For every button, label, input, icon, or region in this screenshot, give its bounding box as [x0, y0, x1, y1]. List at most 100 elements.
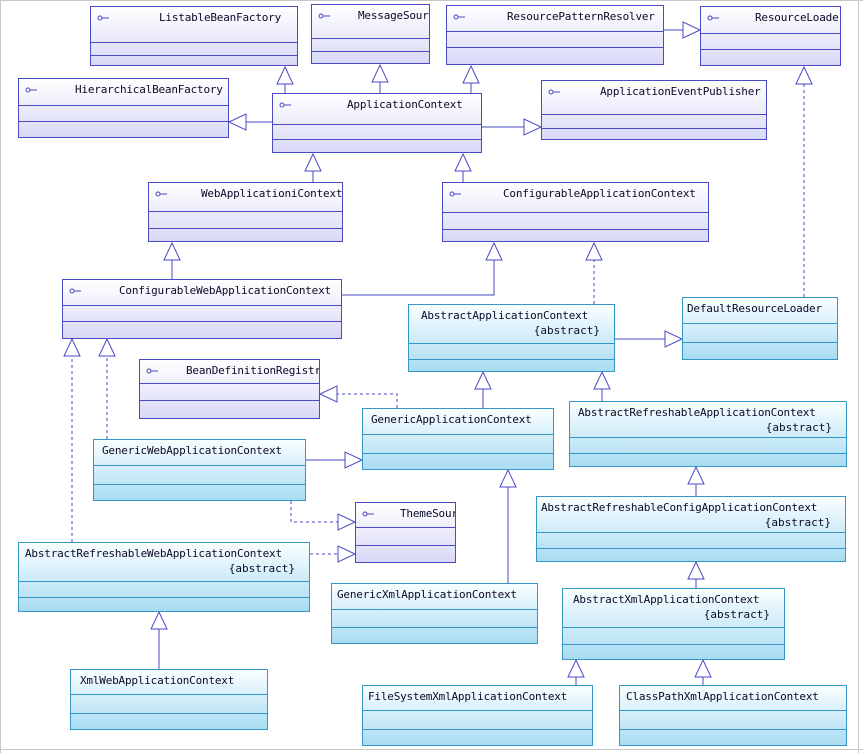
- interface-box-confweb[interactable]: ConfigurableWebApplicationContext: [62, 279, 342, 339]
- hollow-arrowhead-icon: [227, 113, 247, 131]
- operations-separator: [273, 139, 481, 140]
- hollow-arrowhead-icon: [593, 370, 611, 390]
- attributes-separator: [363, 710, 592, 711]
- class-box-genxml[interactable]: GenericXmlApplicationContext: [331, 583, 538, 644]
- abstract-stereotype-label: {abstract}: [703, 608, 770, 621]
- attributes-separator: [363, 434, 553, 435]
- interface-box-theme[interactable]: ThemeSource: [355, 502, 456, 563]
- hollow-arrowhead-icon: [499, 468, 517, 488]
- class-name-label: GenericApplicationContext: [371, 413, 532, 426]
- hollow-arrowhead-icon: [523, 118, 543, 136]
- class-name-label: ClassPathXmlApplicationContext: [626, 690, 819, 703]
- frame-left-edge: [0, 0, 1, 753]
- interface-box-webctx[interactable]: WebApplicationiContext: [148, 182, 343, 242]
- hollow-arrowhead-icon: [63, 337, 81, 357]
- hollow-arrowhead-icon: [567, 658, 585, 678]
- frame-top-edge: [0, 0, 863, 1]
- frame-bottom-edge: [0, 749, 863, 750]
- frame-right-edge: [858, 0, 859, 753]
- hollow-arrowhead-icon: [664, 330, 684, 348]
- operations-separator: [19, 121, 228, 122]
- hollow-arrowhead-icon: [337, 545, 357, 563]
- operations-separator: [447, 47, 663, 48]
- interface-box-evtpub[interactable]: ApplicationEventPublisher: [541, 80, 767, 140]
- interface-lollipop-icon: [146, 368, 158, 374]
- class-name-label: AbstractRefreshableWebApplicationContext: [25, 547, 282, 560]
- interface-box-respat[interactable]: ResourcePatternResolver: [446, 5, 664, 65]
- hollow-arrowhead-icon: [687, 465, 705, 485]
- hollow-arrowhead-icon: [337, 513, 357, 531]
- class-name-label: ResourceLoader: [755, 11, 841, 24]
- attributes-separator: [91, 42, 297, 43]
- class-name-label: AbstractRefreshableApplicationContext: [578, 406, 816, 419]
- interface-box-bdreg[interactable]: BeanDefinitionRegistry: [139, 359, 320, 419]
- operations-separator: [140, 400, 319, 401]
- attributes-separator: [683, 323, 837, 324]
- realization-edge-genweb-to-theme: [290, 501, 338, 523]
- operations-separator: [542, 128, 766, 129]
- class-name-label: ConfigurableWebApplicationContext: [119, 284, 331, 297]
- hollow-arrowhead-icon: [474, 370, 492, 390]
- class-box-defrl[interactable]: DefaultResourceLoader: [682, 297, 838, 360]
- class-box-cpxml[interactable]: ClassPathXmlApplicationContext: [619, 685, 847, 746]
- attributes-separator: [273, 124, 481, 125]
- class-name-label: GenericWebApplicationContext: [102, 444, 282, 457]
- class-name-label: MessageSource: [358, 9, 429, 22]
- interface-lollipop-icon: [25, 87, 37, 93]
- hollow-arrowhead-icon: [150, 610, 168, 630]
- hollow-arrowhead-icon: [682, 21, 702, 39]
- class-box-absrefweb[interactable]: AbstractRefreshableWebApplicationContext…: [18, 542, 310, 612]
- class-name-label: XmlWebApplicationContext: [80, 674, 235, 687]
- attributes-separator: [140, 383, 319, 384]
- class-name-label: AbstractXmlApplicationContext: [573, 593, 760, 606]
- class-box-absctx[interactable]: AbstractApplicationContext{abstract}: [408, 304, 615, 372]
- abstract-stereotype-label: {abstract}: [764, 516, 831, 529]
- class-box-absref[interactable]: AbstractRefreshableApplicationContext{ab…: [569, 401, 847, 467]
- class-box-absxml[interactable]: AbstractXmlApplicationContext {abstract}: [562, 588, 785, 660]
- class-box-fsxml[interactable]: FileSystemXmlApplicationContext: [362, 685, 593, 746]
- interface-lollipop-icon: [362, 511, 374, 517]
- interface-lollipop-icon: [279, 102, 291, 108]
- attributes-separator: [63, 305, 341, 306]
- hollow-arrowhead-icon: [795, 65, 813, 85]
- attributes-separator: [409, 343, 614, 344]
- class-name-label: HierarchicalBeanFactory: [75, 83, 223, 96]
- operations-separator: [363, 453, 553, 454]
- interface-lollipop-icon: [453, 14, 465, 20]
- interface-box-resloader[interactable]: ResourceLoader: [700, 6, 841, 66]
- interface-box-appctx[interactable]: ApplicationContext: [272, 93, 482, 153]
- operations-separator: [94, 484, 305, 485]
- operations-separator: [563, 644, 784, 645]
- class-box-absrefcfg[interactable]: AbstractRefreshableConfigApplicationCont…: [536, 496, 846, 562]
- operations-separator: [443, 229, 708, 230]
- attributes-separator: [563, 627, 784, 628]
- attributes-separator: [71, 694, 267, 695]
- interface-box-msgsrc[interactable]: MessageSource: [311, 4, 430, 64]
- abstract-stereotype-label: {abstract}: [228, 562, 295, 575]
- interface-box-listable[interactable]: ListableBeanFactory: [90, 6, 298, 66]
- operations-separator: [63, 321, 341, 322]
- hollow-arrowhead-icon: [585, 241, 603, 261]
- hollow-arrowhead-icon: [462, 64, 480, 84]
- class-name-label: WebApplicationiContext: [201, 187, 343, 200]
- abstract-stereotype-label: {abstract}: [533, 324, 600, 337]
- attributes-separator: [443, 212, 708, 213]
- attributes-separator: [19, 105, 228, 106]
- interface-box-hier[interactable]: HierarchicalBeanFactory: [18, 78, 229, 138]
- attributes-separator: [332, 609, 537, 610]
- interface-lollipop-icon: [548, 89, 560, 95]
- interface-box-confctx[interactable]: ConfigurableApplicationContext: [442, 182, 709, 242]
- class-box-genweb[interactable]: GenericWebApplicationContext: [93, 439, 306, 501]
- hollow-arrowhead-icon: [163, 241, 181, 261]
- operations-separator: [312, 51, 429, 52]
- class-box-genctx[interactable]: GenericApplicationContext: [362, 408, 554, 470]
- class-box-xmlweb[interactable]: XmlWebApplicationContext: [70, 669, 268, 730]
- attributes-separator: [701, 33, 840, 34]
- hollow-arrowhead-icon: [276, 65, 294, 85]
- operations-separator: [620, 729, 846, 730]
- class-name-label: FileSystemXmlApplicationContext: [368, 690, 568, 703]
- generalization-edge-confweb-to-confctx: [342, 260, 495, 296]
- attributes-separator: [542, 114, 766, 115]
- operations-separator: [701, 49, 840, 50]
